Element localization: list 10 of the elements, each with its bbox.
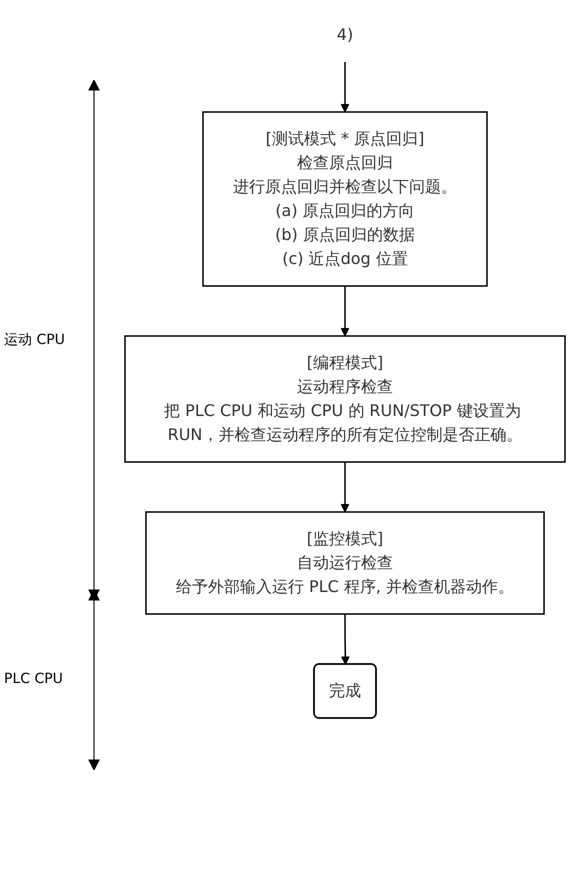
arrow <box>340 286 350 336</box>
node-box: [监控模式] 自动运行检查 给予外部输入运行 PLC 程序, 并检查机器动作。 <box>145 511 545 615</box>
arrow <box>340 614 350 665</box>
node-text: 4) <box>336 25 354 44</box>
cpu-label: 运动 CPU <box>4 331 65 349</box>
arrow <box>340 62 350 112</box>
node-box: [测试模式 * 原点回归] 检查原点回归 进行原点回归并检查以下问题。 (a) 原点回归的方向 (b) 原点回归的数据 (c) 近点dog 位置 <box>202 111 488 287</box>
node-box: [编程模式] 运动程序检查 把 PLC CPU 和运动 CPU 的 RUN/STOP 键设置为 RUN，并检查运动程序的所有定位控制是否正确。 <box>124 335 566 463</box>
cpu-label: PLC CPU <box>4 671 63 687</box>
arrow <box>340 462 350 512</box>
